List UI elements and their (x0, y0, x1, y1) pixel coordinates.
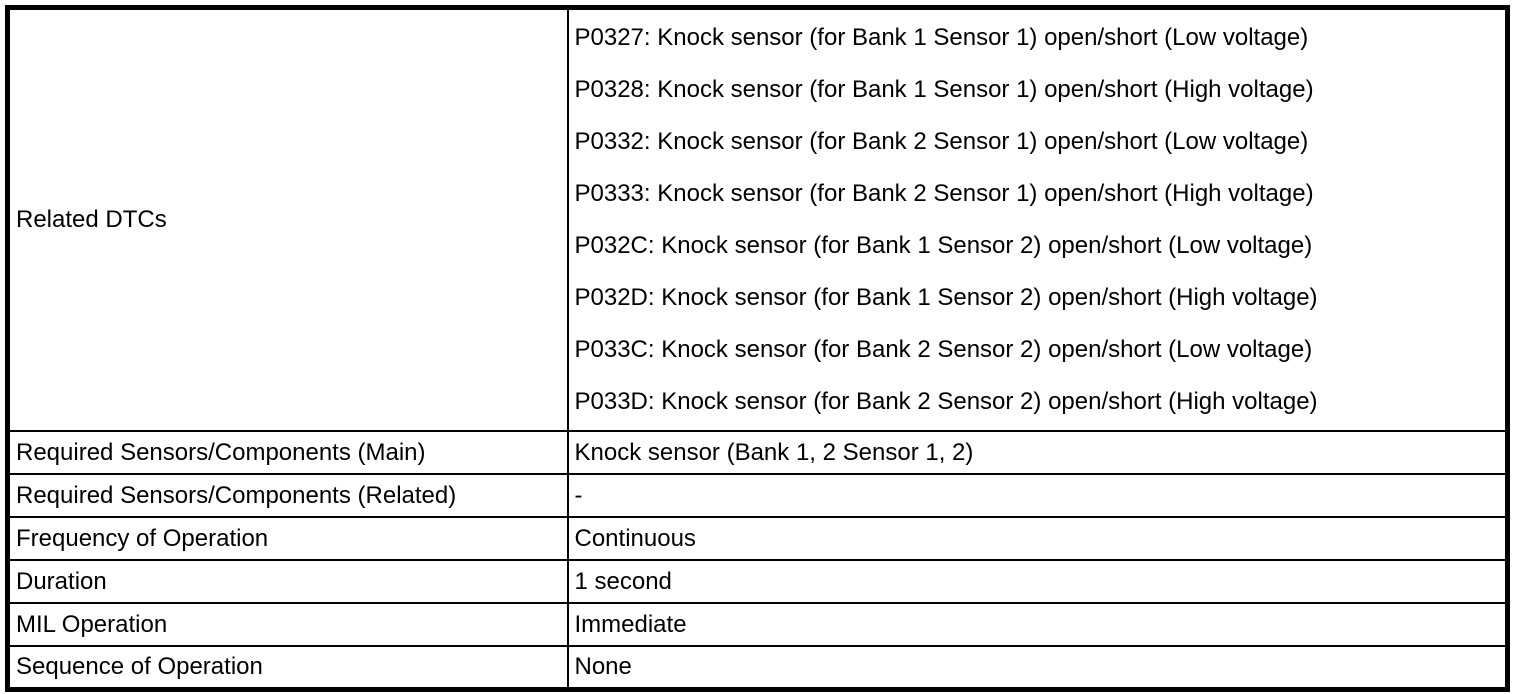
row-label-sequence: Sequence of Operation (6, 645, 569, 690)
table-row-frequency: Frequency of Operation Continuous (6, 516, 1509, 561)
table-row-sequence: Sequence of Operation None (6, 645, 1509, 690)
row-value-required-main: Knock sensor (Bank 1, 2 Sensor 1, 2) (566, 430, 1509, 475)
row-label-frequency: Frequency of Operation (6, 516, 569, 561)
dtc-summary-table: Related DTCs P0327: Knock sensor (for Ba… (5, 5, 1510, 692)
row-value-mil: Immediate (566, 602, 1509, 647)
row-label-required-main: Required Sensors/Components (Main) (6, 430, 569, 475)
table-row-related-dtcs: Related DTCs P0327: Knock sensor (for Ba… (6, 6, 1509, 432)
row-label-duration: Duration (6, 559, 569, 604)
row-value-sequence: None (566, 645, 1509, 690)
row-label-related-dtcs: Related DTCs (6, 6, 569, 432)
table-row-mil: MIL Operation Immediate (6, 602, 1509, 647)
row-label-mil: MIL Operation (6, 602, 569, 647)
row-value-related-dtcs: P0327: Knock sensor (for Bank 1 Sensor 1… (566, 6, 1509, 432)
dtc-line: P033D: Knock sensor (for Bank 2 Sensor 2… (574, 388, 1318, 415)
table-row-required-main: Required Sensors/Components (Main) Knock… (6, 430, 1509, 475)
dtc-line: P032C: Knock sensor (for Bank 1 Sensor 2… (574, 232, 1313, 259)
row-value-duration: 1 second (566, 559, 1509, 604)
row-value-frequency: Continuous (566, 516, 1509, 561)
dtc-line: P0332: Knock sensor (for Bank 2 Sensor 1… (574, 128, 1309, 155)
dtc-line: P032D: Knock sensor (for Bank 1 Sensor 2… (574, 284, 1318, 311)
dtc-line: P0327: Knock sensor (for Bank 1 Sensor 1… (574, 24, 1309, 51)
row-label-required-related: Required Sensors/Components (Related) (6, 473, 569, 518)
dtc-line: P0333: Knock sensor (for Bank 2 Sensor 1… (574, 180, 1314, 207)
table-row-required-related: Required Sensors/Components (Related) - (6, 473, 1509, 518)
dtc-line: P0328: Knock sensor (for Bank 1 Sensor 1… (574, 76, 1314, 103)
row-value-required-related: - (566, 473, 1509, 518)
table-row-duration: Duration 1 second (6, 559, 1509, 604)
dtc-line: P033C: Knock sensor (for Bank 2 Sensor 2… (574, 336, 1313, 363)
